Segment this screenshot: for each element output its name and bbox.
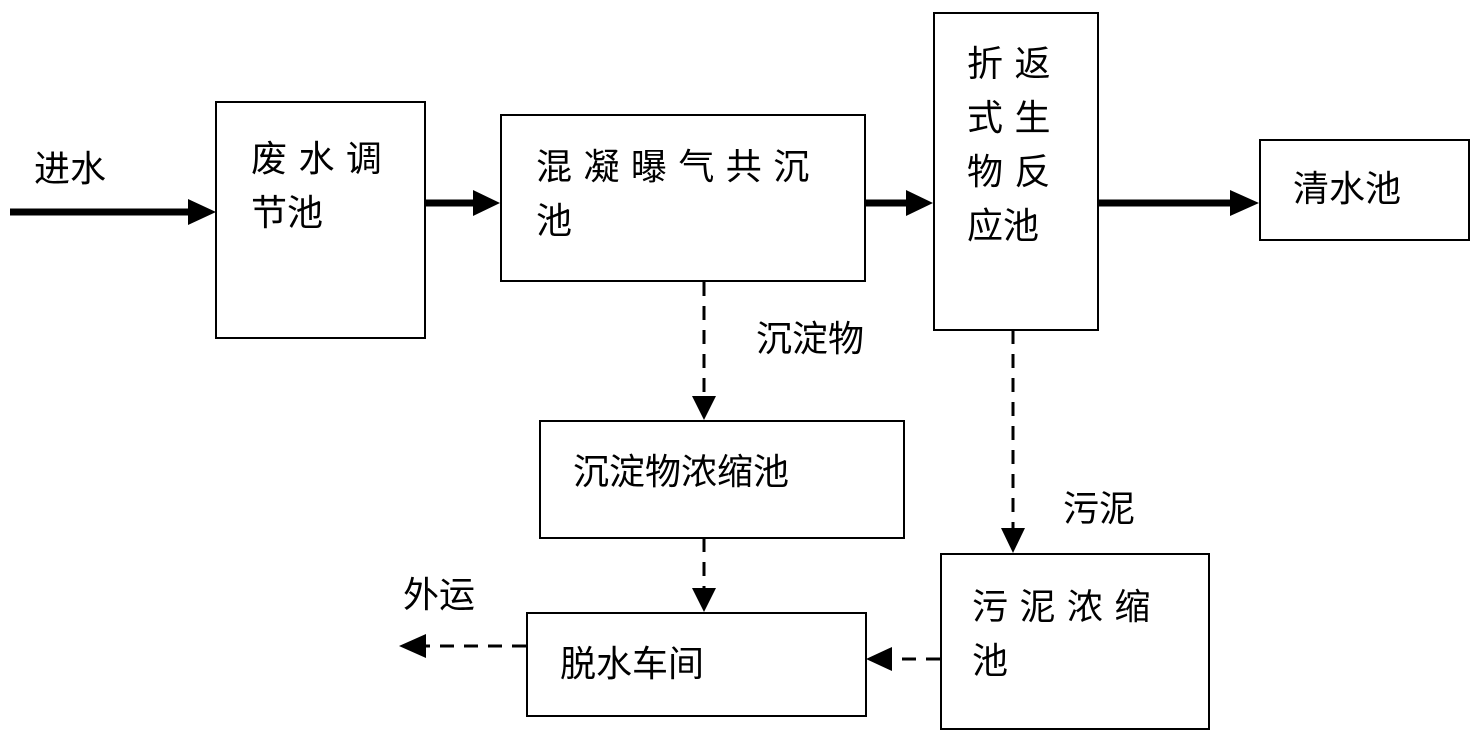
arrow-sediment-thickener-to-dewatering — [692, 538, 716, 612]
arrow-sludge-thickener-to-dewatering — [866, 647, 940, 671]
node-adjustment-tank: 废 水 调 节池 — [215, 101, 426, 339]
node-sludge-thickener-label: 污 泥 浓 缩 池 — [972, 587, 1151, 682]
arrow-coag-to-bio — [865, 190, 933, 216]
node-sediment-thickener: 沉淀物浓缩池 — [539, 420, 905, 539]
node-coagulation-tank-label: 混 凝 曝 气 共 沉 池 — [536, 147, 810, 242]
node-bio-reaction-tank-label: 折 返 式 生 物 反 应池 — [967, 44, 1051, 247]
node-bio-reaction-tank: 折 返 式 生 物 反 应池 — [933, 12, 1099, 331]
arrow-dewatering-to-outbound — [399, 634, 526, 658]
arrow-adjust-to-coag — [425, 190, 500, 216]
node-clear-water-tank-label: 清水池 — [1293, 169, 1402, 210]
label-sediment: 沉淀物 — [756, 319, 865, 360]
label-sludge: 污泥 — [1063, 489, 1136, 530]
node-coagulation-tank: 混 凝 曝 气 共 沉 池 — [500, 114, 866, 282]
label-outbound: 外运 — [403, 575, 476, 616]
node-dewatering-workshop: 脱水车间 — [526, 612, 867, 717]
label-inflow: 进水 — [34, 149, 107, 190]
node-adjustment-tank-label: 废 水 调 节池 — [251, 139, 382, 234]
node-dewatering-workshop-label: 脱水车间 — [560, 644, 705, 685]
arrow-inflow-to-adjust — [10, 199, 216, 225]
arrow-bio-to-sludge-thickener — [1001, 330, 1025, 553]
arrow-coag-to-sediment-thickener — [692, 282, 716, 420]
node-clear-water-tank: 清水池 — [1259, 139, 1470, 241]
node-sediment-thickener-label: 沉淀物浓缩池 — [573, 452, 790, 493]
node-sludge-thickener: 污 泥 浓 缩 池 — [940, 553, 1210, 730]
arrow-bio-to-clear — [1098, 190, 1259, 216]
